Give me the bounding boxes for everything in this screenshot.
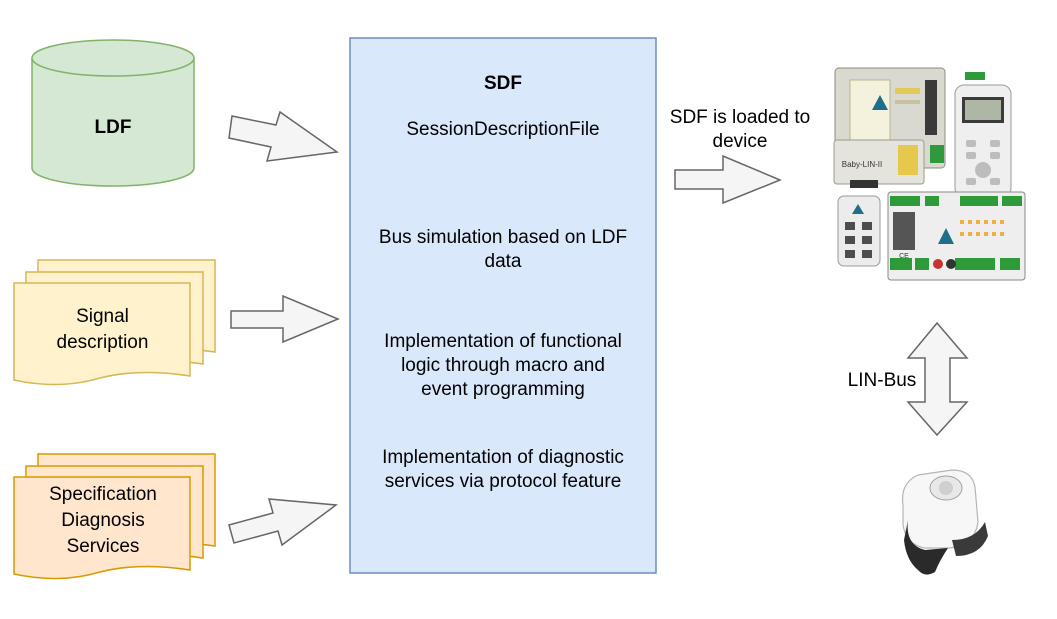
lin-bus-label: LIN-Bus (832, 369, 932, 393)
arrow-spec-to-sdf-icon (228, 498, 339, 547)
signal-description-shape (13, 259, 216, 386)
sdf-loaded-label: SDF is loaded to device (655, 106, 825, 154)
sdf-loaded-line1: SDF is loaded to (669, 107, 811, 128)
sdf-item3-line2: services via protocol feature (384, 471, 622, 492)
signal-description-label: Signal description (20, 304, 185, 356)
lin-device-image: Baby-LIN-II (833, 67, 1026, 281)
specification-line1: Specification (49, 484, 157, 505)
sdf-item3-line1: Implementation of diagnostic (382, 447, 624, 468)
sdf-item-functional-logic: Implementation of functional logic throu… (350, 330, 656, 402)
signal-description-line1: Signal (76, 306, 129, 327)
sdf-item1-line2: data (484, 251, 522, 272)
lin-bus-label-text: LIN-Bus (847, 370, 917, 391)
sdf-item2-line3: event programming (421, 379, 585, 400)
ldf-label-text: LDF (94, 117, 132, 138)
specification-line2: Diagnosis (61, 510, 145, 531)
sdf-subtitle-text: SessionDescriptionFile (406, 119, 600, 140)
lin-sensor-image (901, 469, 988, 575)
arrow-sdf-to-device-icon (674, 154, 782, 205)
arrow-signal-to-sdf-icon (230, 294, 340, 344)
device-model-label: Baby-LIN-II (842, 160, 882, 169)
sdf-item2-line1: Implementation of functional (384, 331, 622, 352)
sdf-item-bus-simulation: Bus simulation based on LDF data (350, 226, 656, 274)
sdf-item2-line2: logic through macro and (401, 355, 605, 376)
sdf-box (349, 37, 657, 574)
specification-line3: Services (66, 536, 140, 557)
ldf-label: LDF (63, 116, 163, 140)
specification-diagnosis-label: Specification Diagnosis Services (18, 482, 188, 560)
sdf-item-diagnostic-services: Implementation of diagnostic services vi… (350, 446, 656, 494)
signal-description-line2: description (56, 332, 149, 353)
ldf-cylinder (31, 39, 195, 187)
lin-bus-double-arrow-icon (906, 321, 969, 437)
sdf-loaded-line2: device (712, 131, 768, 152)
specification-diagnosis-shape (13, 453, 216, 580)
ce-mark-label: CE (899, 253, 909, 260)
sdf-title-text: SDF (484, 73, 522, 94)
sdf-item1-line1: Bus simulation based on LDF (378, 227, 628, 248)
arrow-ldf-to-sdf-icon (228, 110, 340, 162)
sdf-title: SDF (350, 72, 656, 96)
sdf-subtitle: SessionDescriptionFile (350, 118, 656, 142)
